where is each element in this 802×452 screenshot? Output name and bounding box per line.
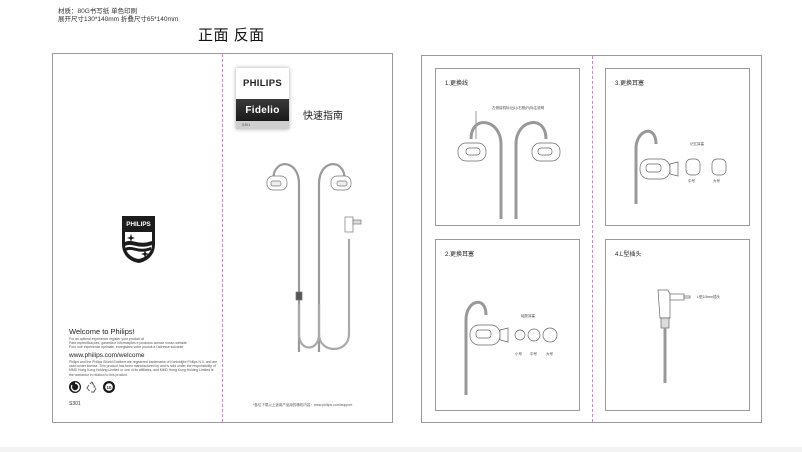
eco-10-icon: 10: [103, 381, 115, 393]
panel-replace-cable: 1.更换线 左侧耳机标记(L)/右侧(R)标注说明: [435, 68, 580, 226]
size-label: 小号: [515, 352, 522, 356]
green-dot-icon: [69, 381, 81, 393]
brand-name: PHILIPS: [242, 78, 283, 89]
panel-callout: 硅胶耳塞: [521, 314, 535, 318]
earphones-illustration: [266, 163, 362, 352]
front-sheet: PHILIPS Welcome to Philips! For an optim…: [52, 53, 393, 423]
welcome-block: Welcome to Philips! For an optimal exper…: [69, 327, 219, 377]
memory-tip-illustration: [634, 130, 727, 204]
size-label: 大号: [546, 352, 553, 356]
svg-text:10: 10: [106, 385, 112, 390]
spec-material: 材质：80G书写纸 单色印刷: [58, 8, 138, 15]
philips-shield-logo: PHILIPS: [122, 216, 155, 263]
welcome-line: For an optimal experience register your …: [69, 337, 145, 341]
legal-text: Philips and the Philips Shield Emblem ar…: [69, 359, 218, 377]
sides-title: 正面 反面: [198, 27, 265, 44]
welcome-line: Pour une expérience optimale, enregistre…: [69, 345, 184, 350]
cover-model: S301: [236, 121, 289, 129]
print-spec: 材质：80G书写纸 单色印刷 展开尺寸130*140mm 折叠尺寸65*140m…: [58, 8, 178, 24]
shield-brand-text: PHILIPS: [126, 221, 151, 228]
fold-line: [222, 54, 223, 422]
panel-callout: 左侧耳机标记(L)/右侧(R)标注说明: [492, 106, 545, 110]
l-plug-illustration: [657, 289, 691, 383]
eco-icons: 10: [69, 381, 115, 393]
model-number: S301: [69, 401, 81, 407]
panel-callout: L型3.5mm插头: [697, 295, 721, 299]
size-label: 大号: [713, 179, 720, 183]
back-sheet: 1.更换线 左侧耳机标记(L)/右侧(R)标注说明 3.更换耳塞 记忆耳塞: [421, 55, 762, 423]
spec-dimensions: 展开尺寸130*140mm 折叠尺寸65*140mm: [58, 16, 179, 23]
welcome-line: Para especificações, garantia e informaç…: [69, 341, 187, 346]
panel-callout: 记忆耳塞: [690, 142, 704, 146]
panel-label: 4.L型插头: [615, 252, 642, 258]
cover-footer: *各位下载以上适用产品用的精彩内容：www.philips.com/suppor…: [253, 403, 353, 407]
size-label: 中号: [688, 179, 695, 183]
panel-replace-silicone-tips: 2.更换耳塞 硅胶耳塞 小号 中号 大号: [435, 239, 580, 411]
panel-label: 2.更换耳塞: [445, 252, 475, 258]
guide-title: 快速指南: [303, 111, 343, 122]
panel-label: 1.更换线: [445, 81, 469, 87]
page-bottom-bar: [0, 447, 802, 452]
recycle-icon: [86, 381, 97, 393]
fold-line: [592, 56, 593, 422]
panel-label: 3.更换耳塞: [615, 81, 645, 87]
philips-fidelio-logo: PHILIPS Fidelio S301: [236, 68, 289, 129]
welcome-title: Welcome to Philips!: [69, 327, 135, 336]
sub-brand-name: Fidelio: [236, 99, 289, 121]
welcome-url[interactable]: www.philips.com/welcome: [69, 351, 145, 359]
size-label: 中号: [530, 352, 537, 356]
cable-swap-illustration: [457, 111, 561, 219]
panel-replace-memory-tips: 3.更换耳塞 记忆耳塞 中号 大号: [605, 68, 750, 226]
panel-l-plug: 4.L型插头 L型3.5mm插头: [605, 239, 750, 411]
silicone-tip-illustration: [464, 301, 558, 395]
